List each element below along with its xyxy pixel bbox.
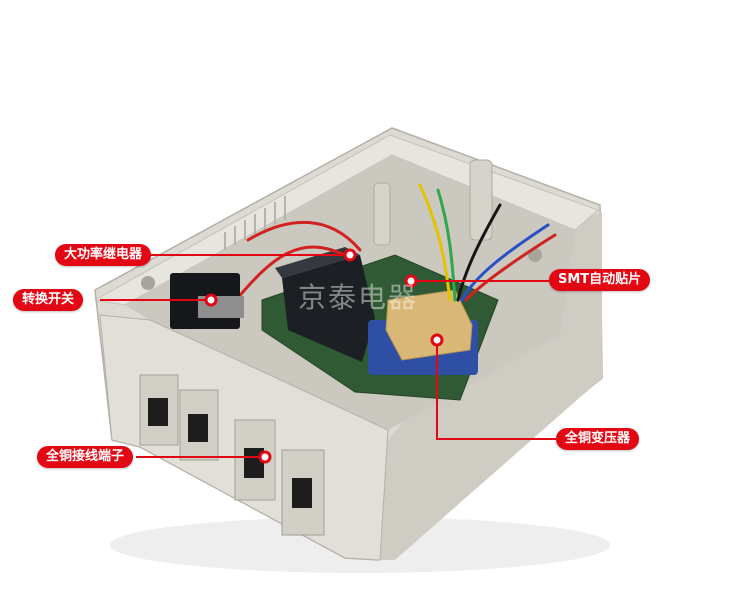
switch-label: 转换开关 bbox=[13, 289, 84, 311]
smt-label: SMT自动贴片 bbox=[549, 269, 651, 291]
leader-dots bbox=[204, 248, 444, 464]
relay-label: 大功率继电器 bbox=[55, 244, 152, 266]
vent-ribs bbox=[224, 196, 286, 250]
terminal-label: 全铜接线端子 bbox=[37, 446, 134, 468]
terminal-blocks bbox=[139, 374, 325, 536]
mounting-post bbox=[373, 182, 391, 246]
screw-hole bbox=[141, 276, 155, 290]
leader-lines bbox=[100, 254, 556, 458]
watermark: 京泰电器 bbox=[298, 281, 419, 314]
relay bbox=[282, 255, 375, 362]
wire-bundle bbox=[234, 183, 557, 302]
transformer-label: 全铜变压器 bbox=[556, 428, 640, 450]
